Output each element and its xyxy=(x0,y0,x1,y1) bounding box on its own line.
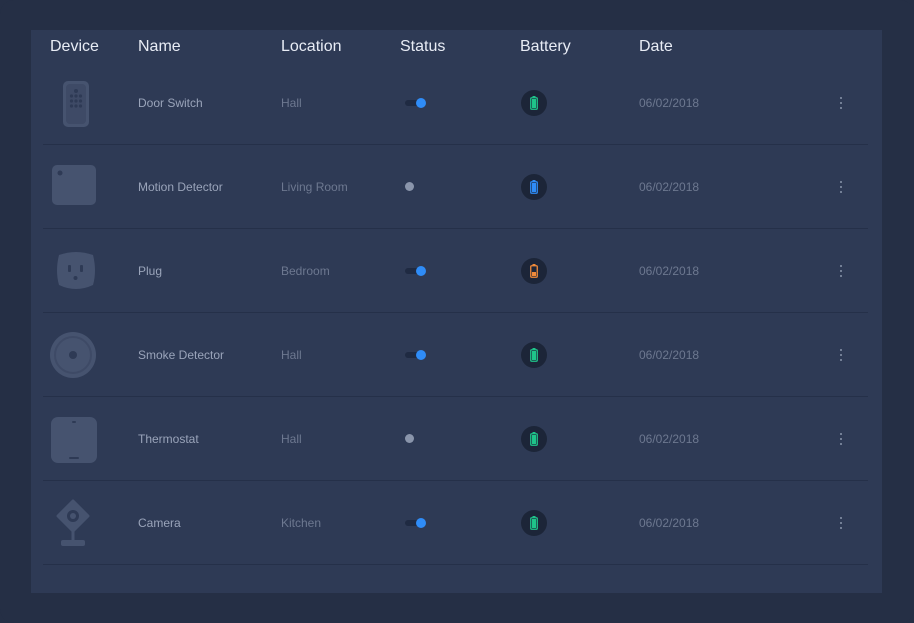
battery-icon xyxy=(521,425,547,452)
device-location: Hall xyxy=(281,95,302,110)
column-header-date[interactable]: Date xyxy=(639,38,673,55)
status-toggle[interactable] xyxy=(405,433,427,444)
device-location: Kitchen xyxy=(281,515,322,530)
device-date: 06/02/2018 xyxy=(639,515,700,530)
motion-sensor-icon xyxy=(49,163,97,211)
battery-icon xyxy=(521,257,547,284)
column-header-name[interactable]: Name xyxy=(138,38,181,55)
table-row[interactable]: Plug Bedroom 06/02/2018 xyxy=(43,229,868,313)
status-toggle[interactable] xyxy=(405,181,427,192)
device-location: Bedroom xyxy=(281,263,330,278)
devices-table: Device Name Location Status Battery Date… xyxy=(31,30,882,593)
device-name: Motion Detector xyxy=(138,179,223,194)
more-options-icon[interactable] xyxy=(834,179,848,195)
device-date: 06/02/2018 xyxy=(639,347,700,362)
device-location: Living Room xyxy=(281,179,348,194)
device-name: Camera xyxy=(138,515,181,530)
device-date: 06/02/2018 xyxy=(639,431,700,446)
table-row[interactable]: Door Switch Hall 06/02/2018 xyxy=(43,61,868,145)
device-location: Hall xyxy=(281,347,302,362)
table-row[interactable]: Smoke Detector Hall 06/02/2018 xyxy=(43,313,868,397)
camera-icon xyxy=(49,499,97,547)
device-location: Hall xyxy=(281,431,302,446)
more-options-icon[interactable] xyxy=(834,263,848,279)
table-header: Device Name Location Status Battery Date xyxy=(31,38,882,60)
device-date: 06/02/2018 xyxy=(639,263,700,278)
column-header-battery[interactable]: Battery xyxy=(520,38,571,55)
status-toggle[interactable] xyxy=(405,97,427,108)
status-toggle[interactable] xyxy=(405,265,427,276)
table-row[interactable]: Motion Detector Living Room 06/02/2018 xyxy=(43,145,868,229)
battery-icon xyxy=(521,89,547,116)
more-options-icon[interactable] xyxy=(834,431,848,447)
status-toggle[interactable] xyxy=(405,349,427,360)
table-row[interactable]: Camera Kitchen 06/02/2018 xyxy=(43,481,868,565)
more-options-icon[interactable] xyxy=(834,347,848,363)
battery-icon xyxy=(521,341,547,368)
device-name: Door Switch xyxy=(138,95,203,110)
column-header-device[interactable]: Device xyxy=(50,38,99,55)
device-name: Smoke Detector xyxy=(138,347,225,362)
smoke-detector-icon xyxy=(49,331,97,379)
battery-icon xyxy=(521,173,547,200)
plug-icon xyxy=(49,247,97,295)
thermostat-icon xyxy=(49,415,97,463)
device-date: 06/02/2018 xyxy=(639,95,700,110)
more-options-icon[interactable] xyxy=(834,515,848,531)
column-header-location[interactable]: Location xyxy=(281,38,342,55)
status-toggle[interactable] xyxy=(405,517,427,528)
battery-icon xyxy=(521,509,547,536)
column-header-status[interactable]: Status xyxy=(400,38,446,55)
table-row[interactable]: Thermostat Hall 06/02/2018 xyxy=(43,397,868,481)
remote-icon xyxy=(49,79,97,127)
device-name: Plug xyxy=(138,263,163,278)
device-name: Thermostat xyxy=(138,431,199,446)
device-date: 06/02/2018 xyxy=(639,179,700,194)
more-options-icon[interactable] xyxy=(834,95,848,111)
